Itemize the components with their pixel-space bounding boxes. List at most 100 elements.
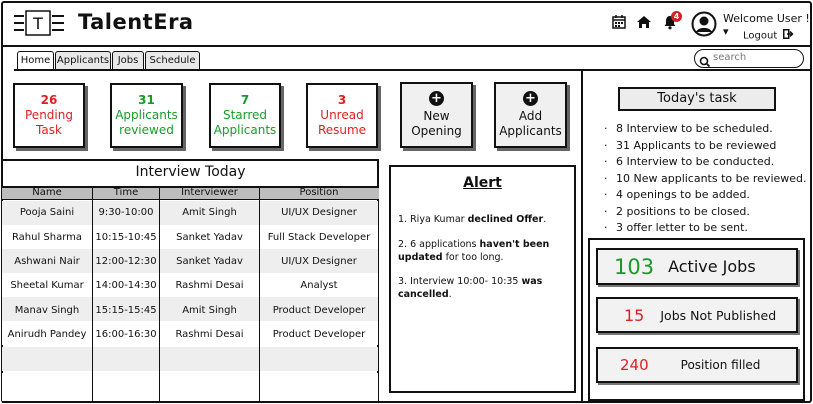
search-icon: [699, 53, 711, 68]
alert-emphasis: declined Offer: [467, 214, 544, 225]
tabs-divider: [14, 69, 812, 71]
task-item: 2 positions to be closed.: [604, 204, 807, 221]
table-row: [2, 373, 378, 401]
cell-interviewer: Amit Singh: [182, 207, 237, 218]
cell-time: 15:15-15:45: [95, 305, 157, 316]
position-filled-card[interactable]: 240 Position filled: [596, 347, 798, 383]
task-item: 6 Interview to be conducted.: [604, 154, 807, 171]
stat-number: 3: [337, 93, 347, 107]
table-row[interactable]: [2, 201, 378, 225]
cell-name: Anirudh Pandey: [7, 329, 87, 340]
alert-emphasis: haven't been updated: [398, 239, 550, 263]
column-header-name[interactable]: Name: [32, 187, 62, 198]
jobs-not-published-card[interactable]: 15 Jobs Not Published: [596, 297, 798, 333]
task-list: 8 Interview to be scheduled. 31 Applican…: [604, 121, 807, 237]
tab-schedule[interactable]: Schedule: [145, 51, 200, 70]
action-label-1: Add: [518, 109, 543, 123]
cell-position: UI/UX Designer: [281, 207, 357, 218]
search-input[interactable]: search: [694, 49, 804, 68]
column-header-position[interactable]: Position: [299, 187, 339, 198]
add-applicants-button[interactable]: + Add Applicants: [494, 82, 567, 148]
new-opening-button[interactable]: + New Opening: [400, 82, 473, 148]
task-item: 4 openings to be added.: [604, 187, 807, 204]
applicants-reviewed-card[interactable]: 31 Applicants reviewed: [110, 83, 183, 148]
unread-resume-card[interactable]: 3 Unread Resume: [306, 83, 378, 148]
cell-interviewer: Rashmi Desai: [175, 329, 244, 340]
alert-item[interactable]: 3. Interview 10:00- 10:35 was cancelled.: [398, 276, 570, 301]
column-header-time[interactable]: Time: [113, 187, 139, 198]
task-item: 31 Applicants to be reviewed: [604, 138, 807, 155]
job-stat-label: Position filled: [680, 358, 761, 372]
cell-name: Rahul Sharma: [11, 232, 83, 243]
tab-home[interactable]: Home: [17, 51, 54, 71]
cell-interviewer: Rashmi Desai: [175, 280, 244, 291]
cell-name: Manav Singh: [14, 305, 80, 316]
cell-time: 14:00-14:30: [95, 280, 157, 291]
stat-number: 31: [138, 93, 155, 107]
stat-label: Unread Resume: [317, 108, 367, 137]
job-stat-number: 103: [614, 254, 655, 279]
alert-text: for too long.: [442, 251, 504, 263]
cell-name: Sheetal Kumar: [10, 280, 84, 291]
alert-emphasis: was cancelled: [398, 276, 543, 300]
alert-text: 1. Riya Kumar: [398, 214, 468, 225]
interview-table-header: [2, 186, 379, 200]
table-row[interactable]: [2, 297, 378, 321]
cell-name: Ashwani Nair: [14, 256, 80, 267]
cell-position: Product Developer: [272, 329, 366, 340]
alert-title: Alert: [463, 175, 502, 191]
alert-text: 2. 6 applications: [398, 239, 480, 250]
action-label-2: Applicants: [499, 124, 562, 138]
cell-time: 9:30-10:00: [98, 207, 154, 218]
pending-task-card[interactable]: 26 Pending Task: [13, 83, 85, 148]
stat-number: 7: [240, 93, 250, 107]
task-item: 8 Interview to be scheduled.: [604, 121, 807, 138]
cell-name: Pooja Saini: [19, 207, 75, 218]
plus-icon: +: [523, 91, 538, 106]
starred-applicants-card[interactable]: 7 Starred Applicants: [209, 83, 281, 148]
active-jobs-card[interactable]: 103 Active Jobs: [596, 248, 798, 285]
calendar-icon[interactable]: [611, 14, 627, 30]
brand-name: TalentEra: [78, 10, 194, 34]
table-row: [2, 347, 378, 371]
stat-label: Applicants reviewed: [115, 108, 178, 137]
alert-text: .: [448, 288, 452, 300]
cell-time: 12:00-12:30: [95, 256, 157, 267]
table-row[interactable]: [2, 273, 378, 297]
alert-text: .: [543, 214, 547, 225]
cell-time: 10:15-10:45: [95, 232, 157, 243]
cell-interviewer: Sanket Yadav: [176, 232, 243, 243]
column-divider: [92, 186, 93, 403]
talentera-logo-icon[interactable]: T: [12, 9, 66, 37]
column-header-interviewer[interactable]: Interviewer: [181, 187, 238, 198]
tab-applicants[interactable]: Applicants: [55, 51, 111, 70]
cell-time: 16:00-16:30: [95, 329, 157, 340]
interview-today-title: Interview Today: [135, 164, 246, 180]
alert-item[interactable]: 2. 6 applications haven't been updated f…: [398, 239, 570, 264]
cell-position: Full Stack Developer: [267, 232, 371, 243]
welcome-user-menu[interactable]: Welcome User ! ▾: [723, 12, 810, 38]
user-avatar-icon[interactable]: [691, 11, 717, 37]
cell-position: UI/UX Designer: [281, 256, 357, 267]
job-stat-number: 240: [620, 356, 649, 374]
table-row[interactable]: [2, 249, 378, 273]
right-panel-divider: [581, 70, 583, 403]
job-stat-label: Jobs Not Published: [660, 307, 777, 323]
tab-jobs[interactable]: Jobs: [112, 51, 144, 70]
table-row[interactable]: [2, 321, 378, 345]
task-item: 3 offer letter to be sent.: [604, 220, 807, 237]
stat-number: 26: [40, 93, 58, 107]
logout-link[interactable]: Logout: [743, 29, 794, 42]
todays-task-title: Today's task: [618, 87, 776, 111]
svg-text:T: T: [32, 14, 43, 33]
notification-badge: 4: [671, 11, 682, 22]
home-icon[interactable]: [636, 14, 652, 30]
alert-item[interactable]: 1. Riya Kumar declined Offer.: [398, 214, 570, 227]
header-divider: [2, 45, 811, 47]
table-row[interactable]: [2, 225, 378, 249]
cell-interviewer: Amit Singh: [182, 305, 237, 316]
action-label-2: Opening: [411, 124, 462, 138]
column-divider: [259, 186, 260, 403]
stat-label: Starred Applicants: [213, 108, 277, 137]
logout-icon: [783, 29, 794, 42]
